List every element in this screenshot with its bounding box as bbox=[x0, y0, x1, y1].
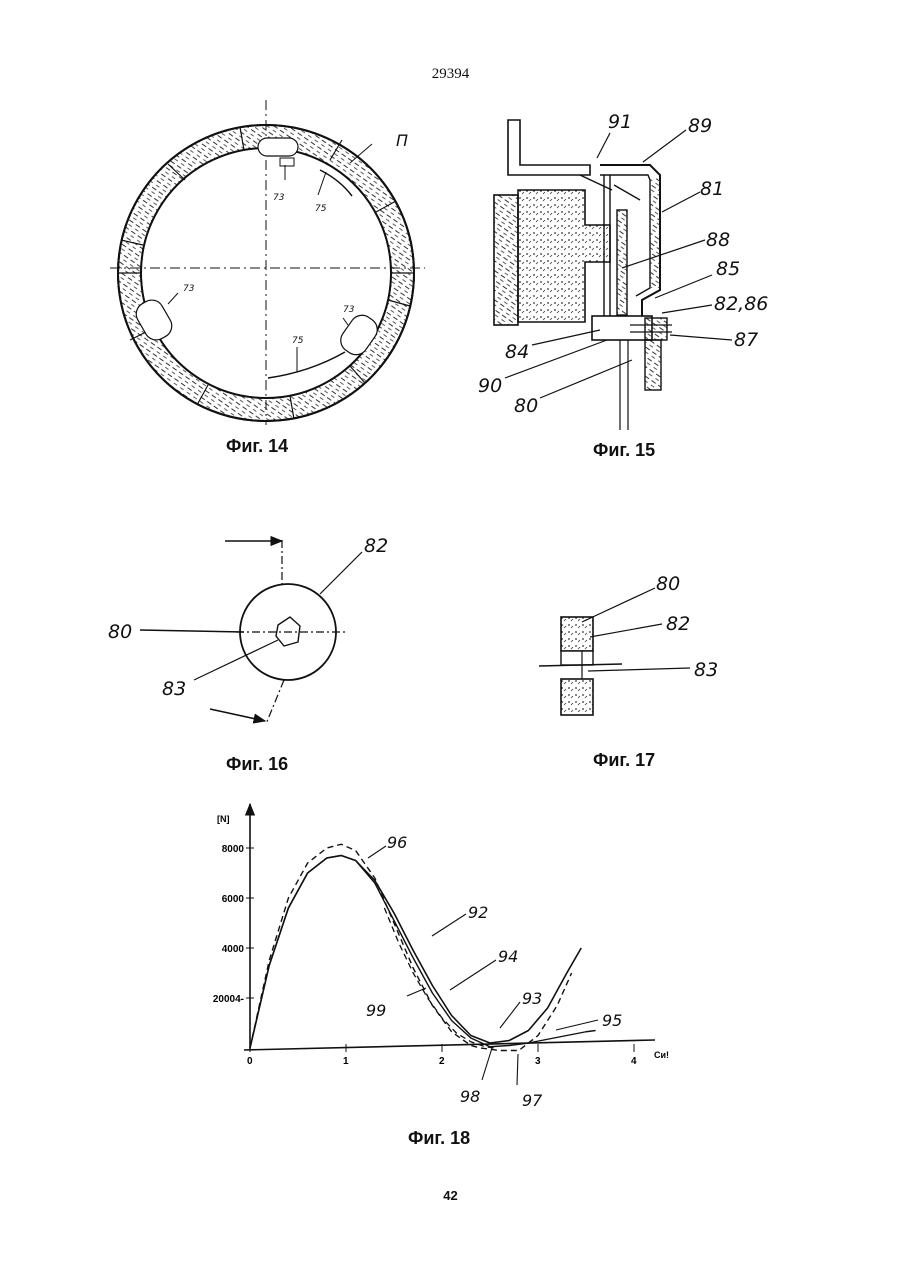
fig15-label-87: 87 bbox=[734, 329, 758, 351]
x-tick-label: 3 bbox=[535, 1056, 541, 1067]
fig15-label-89: 89 bbox=[688, 115, 712, 137]
x-tick-label: 4 bbox=[631, 1056, 637, 1067]
fig16-label-80: 80 bbox=[108, 621, 132, 643]
curve-label-94: 94 bbox=[498, 947, 518, 966]
fig16-label-82: 82 bbox=[364, 535, 388, 557]
x-tick-label: 2 bbox=[439, 1056, 445, 1067]
curve-label-98: 98 bbox=[460, 1087, 480, 1106]
fig15-label-84: 84 bbox=[505, 341, 529, 363]
fig17-label-82: 82 bbox=[666, 613, 690, 635]
chart-series-3 bbox=[250, 856, 596, 1049]
fig14-label-75-top: 75 bbox=[315, 204, 327, 214]
figure-17: 80 82 83 bbox=[539, 573, 718, 715]
fig15-label-81: 81 bbox=[700, 178, 724, 200]
figure-17-caption: Фиг. 17 bbox=[593, 750, 655, 771]
fig14-label-73-top: 73 bbox=[273, 193, 285, 203]
curve-label-97: 97 bbox=[522, 1091, 543, 1110]
figure-15: 91 89 81 88 85 82,86 87 84 90 80 bbox=[478, 111, 768, 430]
x-tick-label: 0 bbox=[247, 1056, 253, 1067]
figure-14: П 73 75 73 73 75 bbox=[110, 100, 425, 425]
chart-series-4 bbox=[384, 908, 494, 1048]
figure-15-caption: Фиг. 15 bbox=[593, 440, 655, 461]
curve-label-92: 92 bbox=[468, 903, 488, 922]
curve-label-95: 95 bbox=[602, 1011, 622, 1030]
curve-label-93: 93 bbox=[522, 989, 542, 1008]
figure-14-caption: Фиг. 14 bbox=[226, 436, 288, 457]
y-tick-label: 8000 bbox=[222, 844, 245, 855]
chart-series-1 bbox=[250, 856, 581, 1049]
fig17-label-80: 80 bbox=[656, 573, 680, 595]
figure-16: 82 80 83 bbox=[108, 535, 388, 724]
fig17-label-83: 83 bbox=[694, 659, 718, 681]
fig14-label-73-left: 73 bbox=[183, 284, 195, 294]
fig15-label-91: 91 bbox=[608, 111, 632, 133]
fig14-label-p: П bbox=[396, 131, 408, 150]
figure-18-chart: 0 1 2 3 4 20004- 4000 6000 8000 [N] Си! 96 92 94… bbox=[213, 804, 669, 1110]
chart-x-label: Си! bbox=[654, 1050, 669, 1060]
fig15-label-90: 90 bbox=[478, 375, 502, 397]
chart-y-label: [N] bbox=[217, 814, 230, 824]
y-tick-label: 6000 bbox=[222, 894, 245, 905]
curve-label-99: 99 bbox=[366, 1001, 386, 1020]
fig15-label-85: 85 bbox=[716, 258, 740, 280]
y-tick-label: 4000 bbox=[222, 944, 245, 955]
x-tick-label: 1 bbox=[343, 1056, 349, 1067]
fig14-label-73-right: 73 bbox=[343, 305, 355, 315]
curve-label-96: 96 bbox=[387, 833, 407, 852]
page-number: 42 bbox=[0, 1188, 901, 1203]
figure-16-caption: Фиг. 16 bbox=[226, 754, 288, 775]
y-tick-label: 20004- bbox=[213, 994, 244, 1005]
fig16-label-83: 83 bbox=[162, 678, 186, 700]
fig15-label-80: 80 bbox=[514, 395, 538, 417]
fig15-label-88: 88 bbox=[706, 229, 730, 251]
fig15-label-82-86: 82,86 bbox=[714, 293, 768, 315]
chart-x-axis bbox=[244, 1040, 655, 1050]
figure-18-caption: Фиг. 18 bbox=[408, 1128, 470, 1149]
fig14-label-75-bottom: 75 bbox=[292, 336, 304, 346]
